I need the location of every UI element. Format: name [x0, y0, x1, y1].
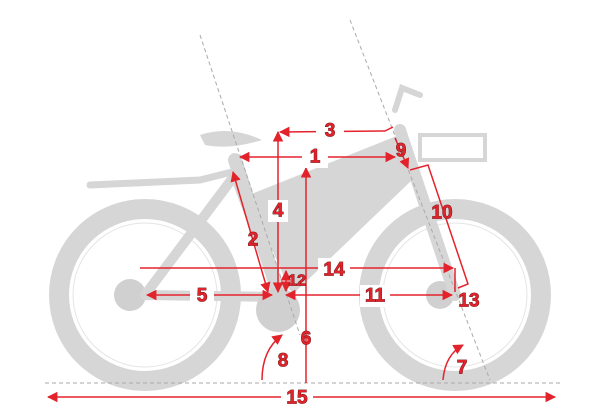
dim-10-line	[409, 164, 469, 289]
dim-label-15: 15	[286, 388, 308, 409]
dim-label-10: 10	[431, 203, 452, 224]
dim-label-13: 13	[458, 291, 479, 312]
dim-label-11: 11	[365, 286, 386, 307]
dim-label-12: 12	[288, 273, 306, 290]
dimension-labels: 1 2 3 4 5 6 7 8 9 10 11 12 13 14 15	[190, 120, 480, 409]
dim-label-8: 8	[278, 351, 289, 372]
dim-3-line	[278, 126, 394, 138]
dim-label-3: 3	[325, 121, 336, 142]
dim-label-4: 4	[273, 201, 284, 222]
dim-2-line	[230, 170, 271, 294]
dim-label-6: 6	[301, 329, 312, 350]
dim-label-1: 1	[310, 147, 321, 168]
dim-label-5: 5	[197, 286, 208, 307]
dim-label-14: 14	[323, 260, 345, 281]
dim-label-7: 7	[457, 358, 468, 379]
dim-label-2: 2	[248, 230, 259, 251]
dim-9-line	[394, 137, 410, 169]
dim-label-9: 9	[396, 141, 407, 162]
steering-axis	[349, 19, 491, 381]
seat-tube-axis	[199, 34, 301, 336]
dim-7-arc	[442, 344, 464, 381]
reference-lines	[45, 19, 560, 384]
dim-8-arc	[261, 334, 283, 381]
